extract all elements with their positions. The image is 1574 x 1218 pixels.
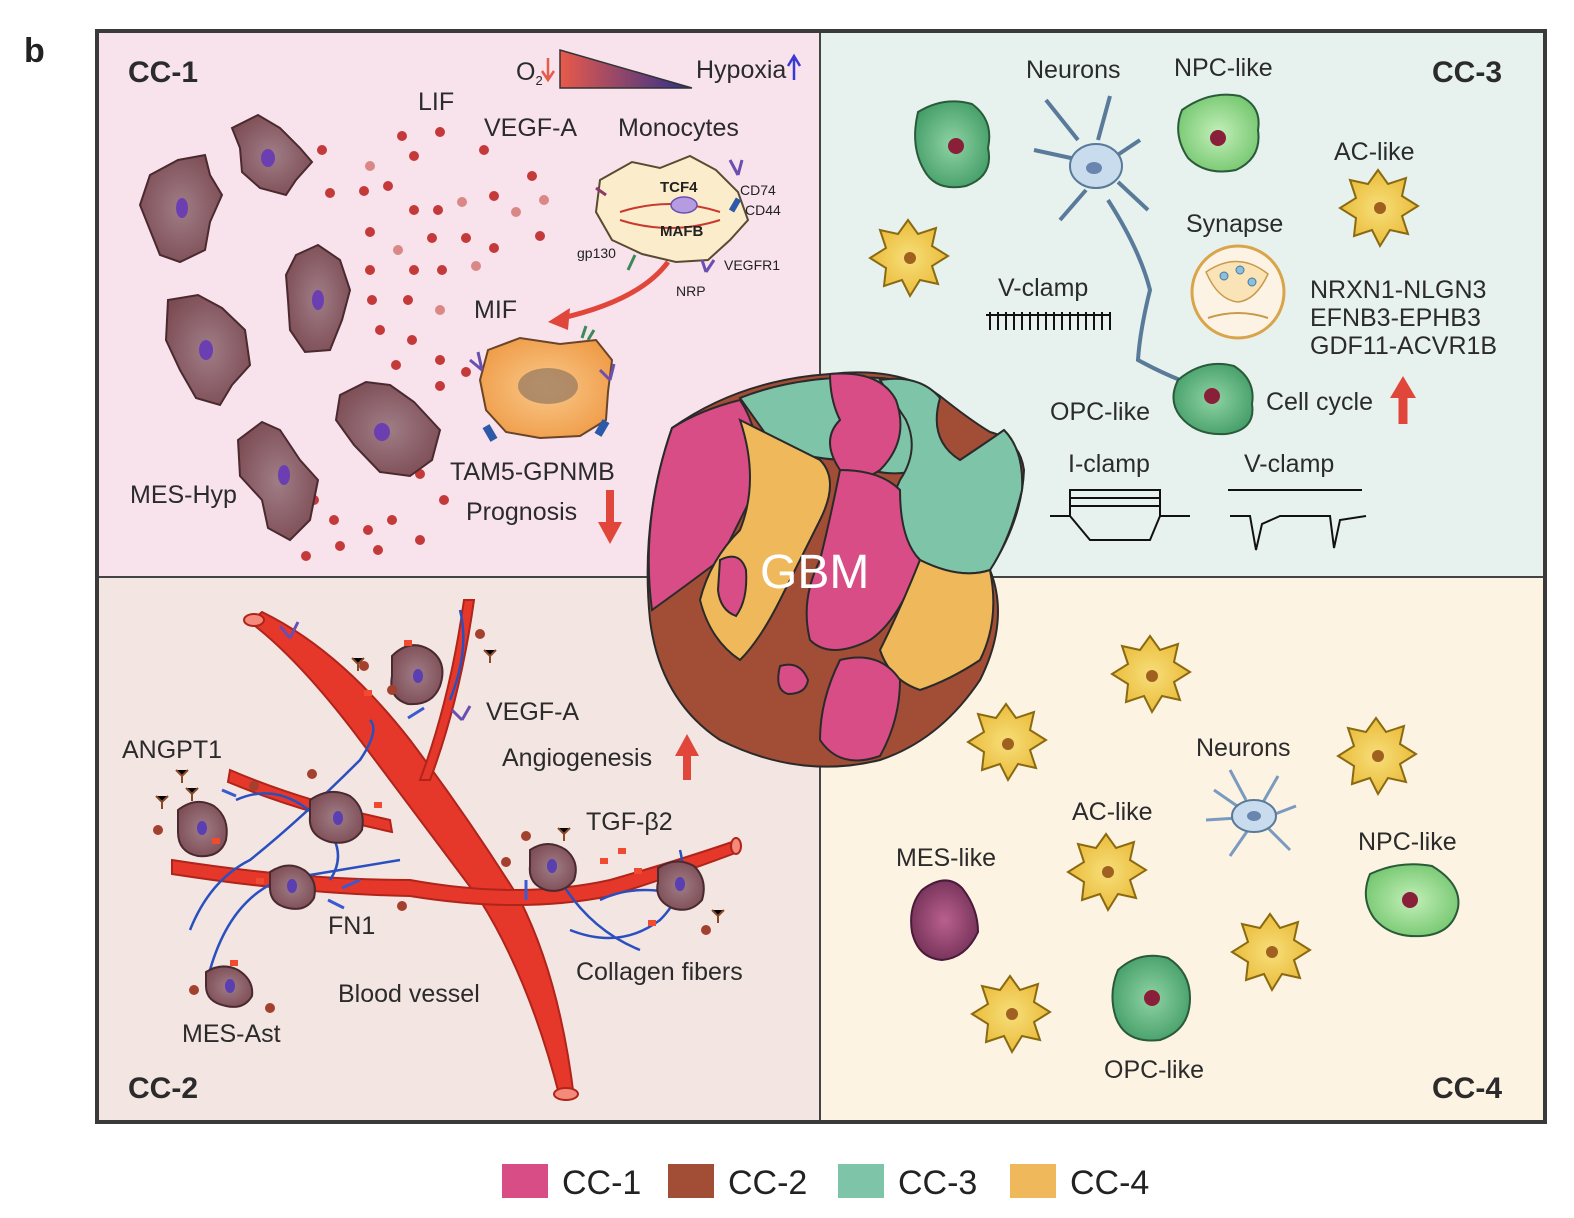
vclamp-top-label: V-clamp xyxy=(998,274,1088,302)
cd44-label: CD44 xyxy=(745,202,781,218)
legend-swatch-cc2 xyxy=(668,1164,714,1198)
differentiation-arrow xyxy=(561,260,671,321)
synapse-label: Synapse xyxy=(1186,210,1283,238)
cc3-title: CC-3 xyxy=(1432,56,1502,89)
fn1-fragments xyxy=(221,706,528,910)
gp130-label: gp130 xyxy=(577,245,616,261)
legend-swatch-cc1 xyxy=(502,1164,548,1198)
mes-ast-label: MES-Ast xyxy=(182,1020,281,1048)
monocytes-label: Monocytes xyxy=(618,114,739,142)
cc2-content: ANGPT1 VEGF-A Angiogenesis TGF-β2 FN1 Bl… xyxy=(122,599,743,1101)
ligand-pair-1: NRXN1-NLGN3 xyxy=(1310,276,1486,304)
panel-letter: b xyxy=(24,32,45,70)
cc4-content: Neurons AC-like MES-like NPC-like OPC-li… xyxy=(896,634,1460,1084)
figure-frame xyxy=(95,29,1547,1124)
neurons-label-cc4: Neurons xyxy=(1196,734,1291,762)
cc1-content: O2 Hypoxia LIF VEGF-A Monocytes xyxy=(130,49,802,561)
cc2-fragments xyxy=(212,640,656,966)
cc2-dots xyxy=(153,629,711,1013)
tam-cell xyxy=(469,325,616,442)
vclamp-top-trace xyxy=(986,312,1111,330)
lif-label: LIF xyxy=(418,88,454,116)
vclamp-bottom-label: V-clamp xyxy=(1244,450,1334,478)
blood-vessel-label: Blood vessel xyxy=(338,980,480,1008)
vclamp-bottom-trace xyxy=(1228,489,1367,551)
cd74-label: CD74 xyxy=(740,182,776,198)
mes-hyp-label: MES-Hyp xyxy=(130,481,237,509)
mafb-label: MAFB xyxy=(660,223,703,240)
vegfa-label-cc2: VEGF-A xyxy=(486,698,579,726)
cc4-title: CC-4 xyxy=(1432,1072,1502,1105)
neurons-label-cc3: Neurons xyxy=(1026,56,1121,84)
gbm-tumor: GBM xyxy=(646,371,1026,768)
opc-like-label-cc4: OPC-like xyxy=(1104,1056,1204,1084)
tam-label: TAM5-GPNMB xyxy=(450,458,615,486)
hypoxia-up-arrow-icon xyxy=(786,53,802,80)
secreted-factor-dots xyxy=(301,127,549,561)
angiogenesis-label: Angiogenesis xyxy=(502,744,652,772)
ligand-pair-3: GDF11-ACVR1B xyxy=(1310,332,1497,360)
mes-like-label: MES-like xyxy=(896,844,996,872)
prognosis-label: Prognosis xyxy=(466,498,577,526)
mes-like-cell xyxy=(910,879,980,962)
hypoxia-gradient-wedge xyxy=(559,49,693,89)
angpt1-label: ANGPT1 xyxy=(122,736,222,764)
legend-label-cc1: CC-1 xyxy=(562,1164,641,1202)
cc3-content: Neurons NPC-like AC-like Synapse V-clamp… xyxy=(868,54,1497,551)
iclamp-trace xyxy=(1050,489,1190,541)
ligand-pair-2: EFNB3-EPHB3 xyxy=(1310,304,1481,332)
ac-like-label-cc3: AC-like xyxy=(1334,138,1415,166)
differentiation-arrowhead-icon xyxy=(548,308,570,330)
npc-like-label-cc3: NPC-like xyxy=(1174,54,1273,82)
legend-label-cc2: CC-2 xyxy=(728,1164,807,1202)
vegfa-label-cc1: VEGF-A xyxy=(484,114,577,142)
tgfb2-label: TGF-β2 xyxy=(586,808,673,836)
mif-label: MIF xyxy=(474,296,517,324)
cc1-title: CC-1 xyxy=(128,56,198,89)
o2-label: O2 xyxy=(516,58,543,88)
gbm-label: GBM xyxy=(760,546,869,599)
ac-like-label-cc4: AC-like xyxy=(1072,798,1153,826)
neuron-cc3 xyxy=(1033,95,1181,382)
angpt1-ligands xyxy=(155,649,725,923)
o2-down-arrow-icon xyxy=(540,58,556,83)
iclamp-label: I-clamp xyxy=(1068,450,1150,478)
cell-cycle-label: Cell cycle xyxy=(1266,388,1373,416)
collagen-fibers-label: Collagen fibers xyxy=(576,958,743,986)
mes-hyp-cells xyxy=(138,113,442,542)
cc2-title: CC-2 xyxy=(128,1072,198,1105)
tcf4-label: TCF4 xyxy=(660,179,698,196)
vegf-receptors xyxy=(278,621,472,722)
hypoxia-label: Hypoxia xyxy=(696,56,786,84)
legend: CC-1 CC-2 CC-3 CC-4 xyxy=(502,1164,1149,1202)
vegfr1-label: VEGFR1 xyxy=(724,257,780,273)
legend-label-cc3: CC-3 xyxy=(898,1164,977,1202)
legend-swatch-cc3 xyxy=(838,1164,884,1198)
legend-swatch-cc4 xyxy=(1010,1164,1056,1198)
npc-like-label-cc4: NPC-like xyxy=(1358,828,1457,856)
monocyte-cell: TCF4 MAFB xyxy=(594,154,750,273)
nrp-label: NRP xyxy=(676,283,706,299)
opc-like-label-cc3: OPC-like xyxy=(1050,398,1150,426)
fn1-label: FN1 xyxy=(328,912,375,940)
legend-label-cc4: CC-4 xyxy=(1070,1164,1149,1202)
